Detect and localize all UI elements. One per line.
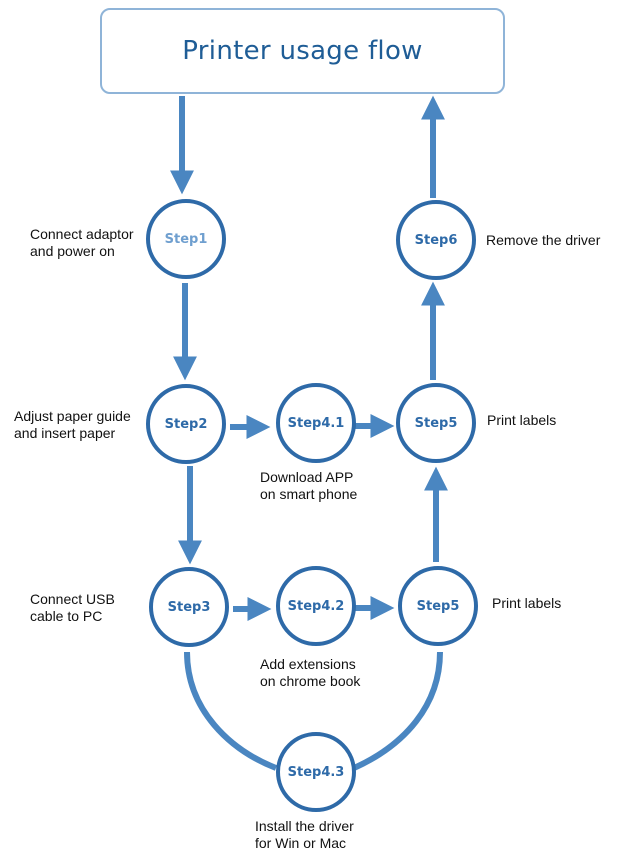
label-step4-2-line1: Add extensions [260,656,356,672]
label-step4-1-line2: on smart phone [260,486,358,502]
label-step1-line2: and power on [30,243,115,259]
label-step5-lower: Print labels [492,595,561,612]
label-step1: Connect adaptor and power on [30,226,134,260]
node-step6: Step6 [396,200,476,280]
node-step5-lower-label: Step5 [416,598,460,614]
node-step2-label: Step2 [164,416,208,432]
node-step4-1: Step4.1 [276,383,356,463]
label-step4-2-line2: on chrome book [260,673,361,689]
label-step4-3-line1: Install the driver [255,818,354,834]
node-step1: Step1 [146,199,226,279]
node-step4-2: Step4.2 [276,566,356,646]
node-step4-2-label: Step4.2 [287,598,345,614]
label-step1-line1: Connect adaptor [30,226,134,242]
node-step5-lower: Step5 [398,566,478,646]
label-step4-2: Add extensions on chrome book [260,656,360,690]
node-step3: Step3 [149,567,229,647]
node-step5-upper-label: Step5 [414,415,458,431]
label-step4-3: Install the driver for Win or Mac [255,818,354,852]
label-step2: Adjust paper guide and insert paper [14,408,131,442]
node-step6-label: Step6 [414,232,458,248]
label-step4-3-line2: for Win or Mac [255,835,347,851]
curve-step3-to-step4-3 [184,651,278,771]
node-step2: Step2 [146,384,226,464]
label-step5-upper-line1: Print labels [487,412,557,428]
label-step2-line1: Adjust paper guide [14,408,131,424]
node-step1-label: Step1 [164,231,208,247]
label-step5-upper: Print labels [487,412,556,429]
label-step5-lower-line1: Print labels [492,595,562,611]
label-step4-1: Download APP on smart phone [260,469,357,503]
node-step4-3: Step4.3 [276,732,356,812]
label-step6-line1: Remove the driver [486,232,601,248]
node-step4-3-label: Step4.3 [287,764,345,780]
node-step5-upper: Step5 [396,383,476,463]
label-step3-line2: cable to PC [30,608,103,624]
label-step3-line1: Connect USB [30,591,115,607]
label-step2-line2: and insert paper [14,425,116,441]
page-title: Printer usage flow [182,36,423,66]
node-step4-1-label: Step4.1 [287,415,345,431]
curve-step4-3-to-step5-lower [352,651,443,771]
node-step3-label: Step3 [167,599,211,615]
label-step3: Connect USB cable to PC [30,591,115,625]
title-box: Printer usage flow [100,8,505,94]
label-step4-1-line1: Download APP [260,469,354,485]
label-step6: Remove the driver [486,232,600,249]
